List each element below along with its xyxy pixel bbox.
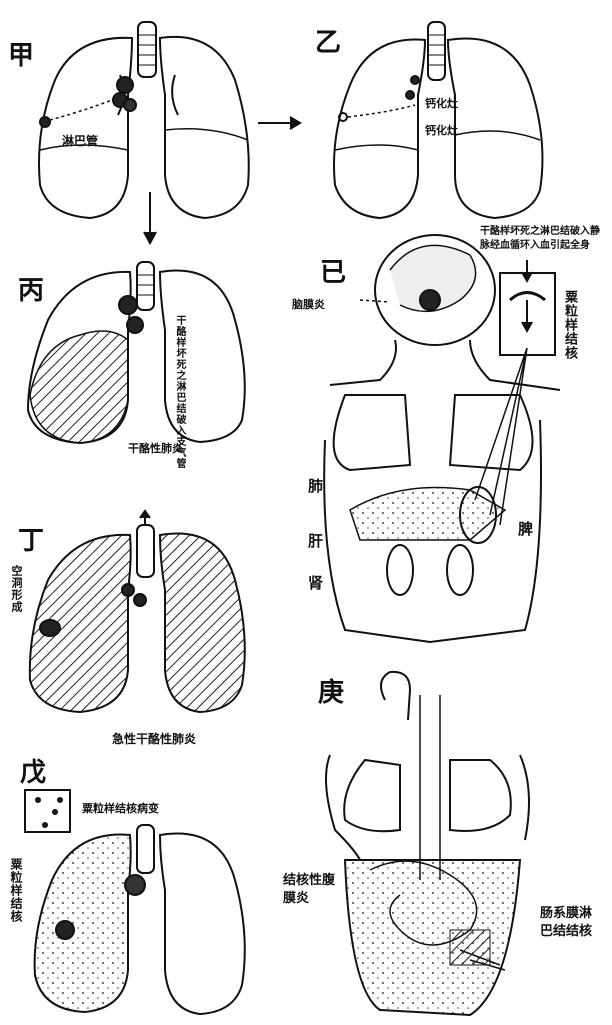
panel-ji-label: 已	[320, 252, 346, 289]
panel-jia-lungs	[39, 22, 249, 218]
ding-pneumonia-note: 急性干酪性肺炎	[112, 730, 196, 747]
arrow-jia-to-bing	[144, 192, 156, 243]
wu-miliary-note: 粟粒样结核	[8, 858, 25, 928]
ji-spleen-note: 脾	[518, 518, 533, 539]
panel-geng-label: 庚	[318, 672, 344, 709]
panel-geng-body	[326, 672, 529, 1015]
arrow-jia-to-yi	[258, 117, 300, 129]
jia-lymph-note: 淋巴管	[62, 132, 98, 149]
geng-mesentery-note: 肠系膜淋巴结结核	[540, 905, 602, 941]
panel-ding-label: 丁	[18, 520, 44, 557]
panel-jia-label: 甲	[8, 35, 34, 72]
geng-peritonitis-note: 结核性腹膜炎	[283, 872, 345, 908]
yi-note-a: 钙化灶	[425, 95, 458, 111]
ji-top-note: 干酪样坏死之淋巴结破入静脉经血循环入血引起全身	[480, 225, 606, 253]
panel-bing-label: 丙	[18, 270, 44, 307]
panel-ding-lungs	[30, 511, 245, 712]
ji-box-note: 粟粒样结核	[560, 290, 579, 350]
ji-brain-note: 脑膜炎	[292, 296, 325, 312]
ji-liver-note: 肝	[308, 530, 323, 551]
wu-box-note: 粟粒样结核病变	[82, 800, 159, 816]
bing-pneumonia-note: 干酪性肺炎	[128, 440, 183, 456]
ji-lung-note: 肺	[308, 475, 323, 496]
panel-wu-label: 戊	[20, 752, 46, 789]
panel-yi-lungs	[334, 22, 542, 218]
yi-note-b: 钙化灶	[425, 122, 458, 138]
panel-bing-lungs	[28, 262, 245, 443]
ding-cavity-note: 空洞形成	[8, 565, 24, 625]
panel-wu-lungs	[25, 790, 245, 1014]
bing-side-note: 干酪样坏死之淋巴结破入支气管	[172, 315, 187, 397]
panel-yi-label: 乙	[315, 22, 341, 59]
panel-ji-body	[324, 235, 560, 642]
ji-kidney-note: 肾	[308, 572, 323, 593]
